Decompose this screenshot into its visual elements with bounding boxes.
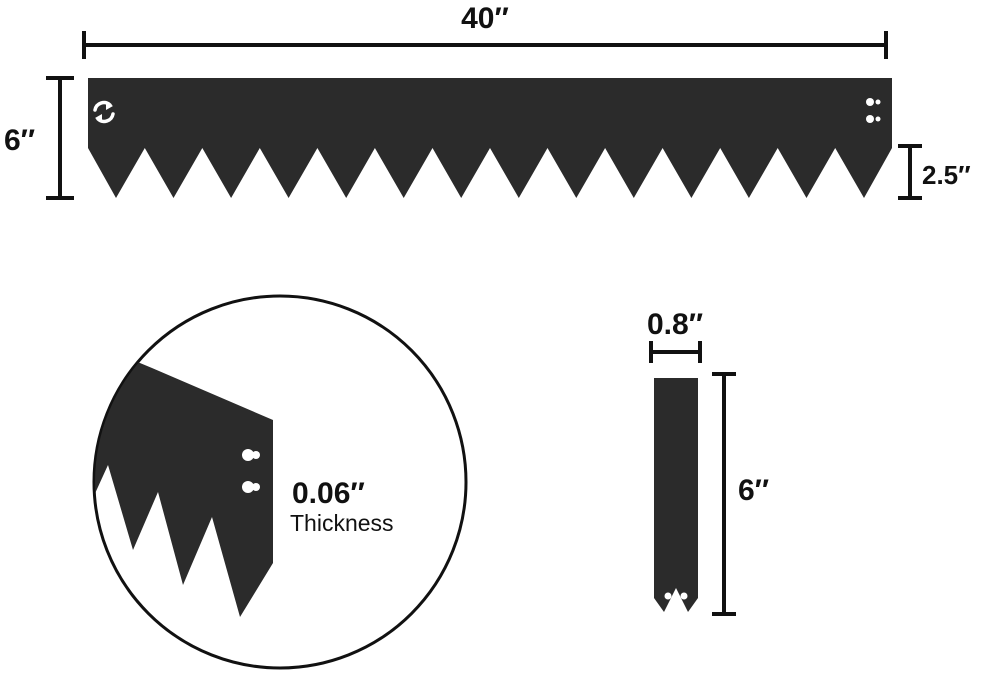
length-dimension: 40′′ — [82, 2, 888, 59]
stake-holes — [664, 592, 688, 600]
strip-hole-bottom — [866, 115, 874, 123]
detail-holes — [242, 449, 260, 493]
spike-dimension: 2.5′′ — [898, 144, 971, 200]
strip-height-label: 6′′ — [4, 124, 35, 157]
length-label: 40′′ — [461, 2, 509, 35]
thickness-caption: Thickness — [290, 510, 394, 536]
stake-height-dimension: 6′′ — [712, 372, 769, 616]
stake-width-label: 0.8′′ — [647, 308, 703, 341]
stake — [654, 378, 698, 612]
strip-connector-holes — [866, 98, 881, 123]
edging-strip — [88, 78, 892, 198]
spike-label: 2.5′′ — [922, 160, 971, 190]
stake-width-dimension: 0.8′′ — [647, 308, 703, 363]
arrows-connect-icon — [93, 100, 115, 124]
strip-height-dimension: 6′′ — [4, 76, 74, 200]
strip-hole-top — [866, 98, 874, 106]
detail-zoom: 0.06′′ Thickness — [92, 294, 468, 670]
stake-height-label: 6′′ — [738, 474, 769, 507]
thickness-value: 0.06′′ — [292, 477, 365, 510]
